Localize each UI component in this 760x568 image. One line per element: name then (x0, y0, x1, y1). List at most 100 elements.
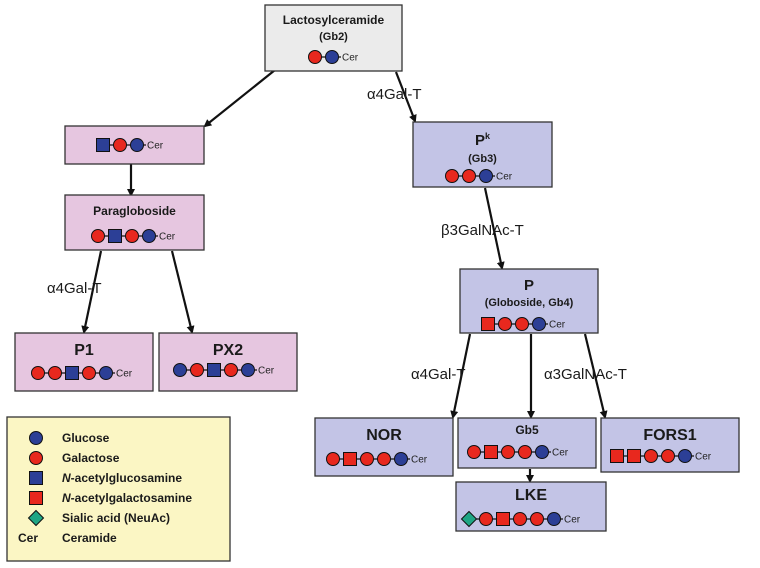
galactose-icon (479, 512, 493, 526)
enzyme-label-p-nor: α4Gal-T (411, 366, 466, 383)
ceramide-label: Cer (116, 369, 133, 380)
glycan-chain: Cer (31, 366, 133, 380)
glcnac-square-icon (108, 229, 122, 243)
arrow-para-to-p1 (81, 250, 103, 334)
galnac-square-icon (484, 445, 498, 459)
ceramide-label: Cer (342, 53, 359, 64)
node-title: LKE (515, 487, 547, 504)
legend-label: Sialic acid (NeuAc) (62, 511, 170, 525)
galactose-icon (308, 50, 322, 64)
legend-label: Galactose (62, 451, 120, 465)
node-box (158, 332, 298, 392)
arrow-pk-to-p (483, 187, 505, 270)
arrow-para-to-px2 (170, 250, 195, 334)
ceramide-symbol: Cer (18, 531, 38, 545)
glucose-icon (394, 452, 408, 466)
node-box (314, 417, 454, 477)
legend-item: N-acetylgalactosamine (29, 491, 192, 505)
enzyme-label-para-p1: α4Gal-T (47, 280, 102, 297)
ceramide-label: Cer (258, 366, 275, 377)
node-title: FORS1 (643, 427, 696, 444)
ceramide-label: Cer (552, 448, 569, 459)
glcnac-square-icon (29, 471, 43, 485)
galactose-icon (530, 512, 544, 526)
enzyme-label-p-fors1: α3GalNAc-T (544, 366, 627, 383)
galnac-square-icon (481, 317, 495, 331)
node-subtitle: (Gb2) (319, 31, 348, 43)
glycan-chain: Cer (308, 50, 359, 64)
legend-label: Glucose (62, 431, 110, 445)
legend-item: Glucose (29, 431, 110, 445)
enzyme-label-gb2-pk: α4Gal-T (367, 86, 422, 103)
glucose-icon (479, 169, 493, 183)
legend-label: Ceramide (62, 531, 117, 545)
node-subtitle: (Globoside, Gb4) (485, 297, 574, 309)
glycan-chain: Cer (445, 169, 513, 183)
node-subtitle: (Gb3) (468, 153, 497, 165)
galactose-icon (326, 452, 340, 466)
glycan-chain: Cer (173, 363, 275, 377)
ceramide-label: Cer (564, 515, 581, 526)
legend-item: N-acetylglucosamine (29, 471, 182, 485)
galactose-icon (91, 229, 105, 243)
node-title: Paragloboside (93, 204, 176, 218)
galnac-square-icon (29, 491, 43, 505)
glycan-chain: Cer (467, 445, 569, 459)
galactose-icon (48, 366, 62, 380)
galactose-icon (467, 445, 481, 459)
glucose-icon (99, 366, 113, 380)
glycan-chain: Cer (481, 317, 566, 331)
galactose-icon (377, 452, 391, 466)
glucose-icon (535, 445, 549, 459)
node-lke: LKE Cer (455, 481, 607, 532)
galnac-square-icon (343, 452, 357, 466)
glucose-icon (532, 317, 546, 331)
galactose-icon (445, 169, 459, 183)
galactose-icon (113, 138, 127, 152)
galactose-icon (661, 449, 675, 463)
legend-item: Sialic acid (NeuAc) (27, 509, 170, 527)
galactose-icon (82, 366, 96, 380)
ceramide-label: Cer (147, 141, 164, 152)
node-title: PX2 (213, 342, 243, 359)
glycan-chain: Cer (91, 229, 176, 243)
glucose-icon (142, 229, 156, 243)
node-pk: Pk (Gb3) Cer (412, 121, 553, 188)
node-lc3: Cer (64, 125, 205, 165)
glucose-icon (173, 363, 187, 377)
galactose-icon (498, 317, 512, 331)
node-title: Pk (475, 131, 491, 149)
glucose-icon (130, 138, 144, 152)
glucose-icon (547, 512, 561, 526)
glucose-icon (29, 431, 43, 445)
ceramide-label: Cer (159, 232, 176, 243)
node-box (14, 332, 154, 392)
node-title: NOR (366, 427, 402, 444)
glycan-chain: Cer (96, 138, 164, 152)
ceramide-label: Cer (496, 172, 513, 183)
glucose-icon (241, 363, 255, 377)
node-title: Lactosylceramide (283, 13, 385, 27)
galactose-icon (644, 449, 658, 463)
glcnac-square-icon (96, 138, 110, 152)
ceramide-label: Cer (695, 452, 712, 463)
galactose-icon (190, 363, 204, 377)
node-p: P(Globoside, Gb4)Cer (459, 268, 599, 334)
galactose-icon (29, 451, 43, 465)
neuac-diamond-icon (27, 509, 45, 527)
glucose-icon (678, 449, 692, 463)
legend-label: N-acetylglucosamine (62, 471, 182, 485)
legend-box (6, 416, 231, 562)
node-title: Gb5 (515, 423, 539, 437)
galnac-square-icon (496, 512, 510, 526)
neuac-diamond-icon (460, 510, 478, 528)
galactose-icon (224, 363, 238, 377)
ceramide-label: Cer (411, 455, 428, 466)
glycan-chain: Cer (326, 452, 428, 466)
